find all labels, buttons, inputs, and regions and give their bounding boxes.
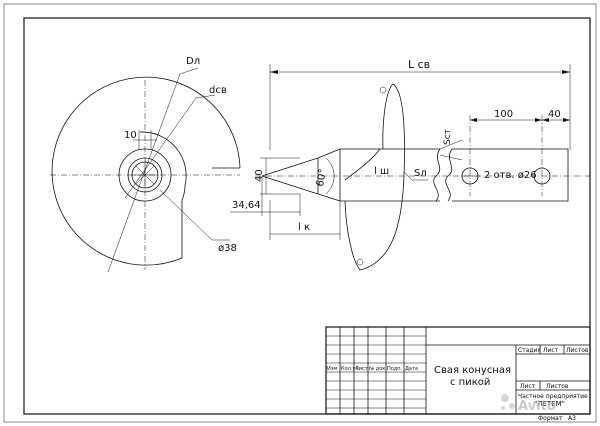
watermark-text: Avito bbox=[518, 399, 556, 414]
cone-tip bbox=[261, 148, 341, 202]
wall-thickness-leader bbox=[439, 139, 463, 161]
blade-inner-edge bbox=[344, 148, 381, 181]
side-view: L св 100 40 2 отв. ø26 Sст l ш bbox=[230, 58, 590, 271]
edge-offset-label: 40 bbox=[548, 109, 561, 120]
tip-length-dim bbox=[230, 176, 301, 216]
format-label: Формат bbox=[538, 415, 563, 422]
shaft-break-left bbox=[433, 148, 441, 202]
wall-thickness-label: Sст bbox=[443, 129, 453, 145]
col-list: Лист bbox=[355, 366, 368, 372]
outer-diameter-label: Dл bbox=[186, 56, 200, 67]
small-dim-label: 10 bbox=[124, 130, 137, 141]
holes-note: 2 отв. ø26 bbox=[484, 170, 537, 181]
sheets-label: Листов bbox=[546, 383, 569, 390]
col-izm: Изм bbox=[327, 366, 337, 372]
outer-diameter-leader bbox=[179, 67, 199, 75]
outer-diameter-line bbox=[107, 73, 181, 273]
hole-centerlines bbox=[469, 115, 543, 196]
cone-angle-label: 60° bbox=[315, 168, 329, 187]
shaft-length-label: l ш bbox=[374, 166, 389, 177]
end-view-centerlines bbox=[50, 80, 240, 270]
col-doc: № док. bbox=[369, 366, 387, 372]
org-line-2: "ЛЕТЕМ" bbox=[534, 400, 565, 408]
cone-angle-arc bbox=[325, 157, 335, 195]
title-line-1: Свая конусная bbox=[434, 365, 511, 376]
shaft-diameter-leader bbox=[124, 94, 216, 199]
col-sign: Подп. bbox=[387, 366, 403, 372]
end-view: Dл dсв 10 ø38 bbox=[50, 56, 241, 273]
small-dim-line bbox=[133, 130, 157, 150]
helical-blade-top bbox=[382, 83, 394, 150]
total-length-label: L св bbox=[408, 58, 430, 71]
sheet-header: Лист bbox=[543, 347, 559, 354]
blade-thickness-label: Sл bbox=[414, 168, 427, 179]
spiral-blade-outline bbox=[51, 76, 241, 266]
shaft-end bbox=[452, 148, 569, 202]
shaft-body bbox=[340, 148, 440, 202]
helical-blade-bottom bbox=[344, 200, 361, 271]
helical-blade-front bbox=[359, 83, 405, 271]
org-line-1: Частное предприятие bbox=[518, 393, 588, 400]
col-kol: Кол.уч bbox=[341, 366, 358, 372]
sheet-label: Лист bbox=[520, 383, 536, 390]
blade-thickness-leader bbox=[403, 171, 428, 181]
sheets-header: Листов bbox=[566, 347, 589, 354]
tip-length-label: 34,64 bbox=[232, 200, 261, 211]
circle-diameter-label: ø38 bbox=[218, 243, 237, 254]
circle-diameter-leader bbox=[159, 189, 230, 241]
cone-length-label: l к bbox=[298, 222, 310, 233]
title-block: Изм Кол.уч Лист № док. Подп. Дата Свая к… bbox=[325, 326, 591, 422]
format-value: А3 bbox=[568, 415, 576, 422]
drawing-frame bbox=[23, 17, 591, 415]
title-line-2: с пикой bbox=[450, 377, 490, 388]
stage-header: Стадия bbox=[518, 347, 541, 354]
cone-length-dim bbox=[269, 200, 341, 240]
avito-watermark: Avito bbox=[501, 394, 556, 414]
sheet-border bbox=[3, 3, 597, 423]
tip-height-label: 40 bbox=[254, 169, 265, 182]
tip-star bbox=[132, 162, 158, 188]
shaft-diameter-label: dсв bbox=[209, 85, 227, 96]
tip-height-dim bbox=[260, 157, 300, 195]
col-date: Дата bbox=[405, 366, 418, 372]
total-length-dim bbox=[269, 64, 571, 150]
hole-spacing-label: 100 bbox=[494, 109, 513, 120]
